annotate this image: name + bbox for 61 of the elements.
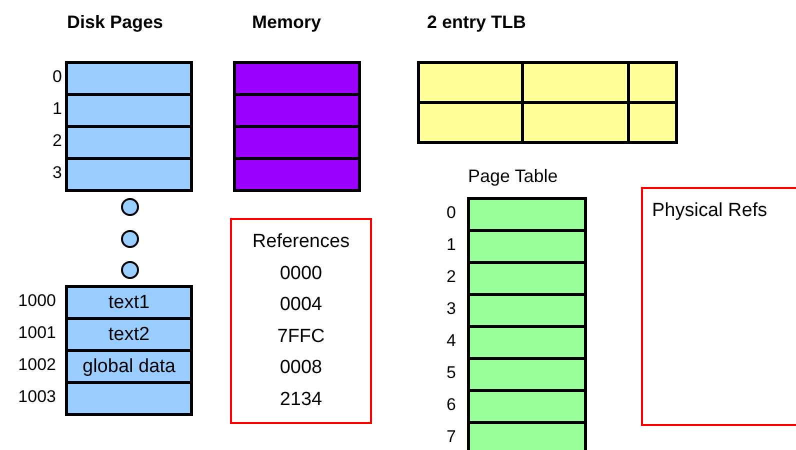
disk-page-row bbox=[65, 285, 193, 320]
column-heading: 2 entry TLB bbox=[427, 12, 526, 33]
memory-frame-row bbox=[233, 125, 361, 160]
disk-page-row bbox=[65, 157, 193, 192]
row-index: 1003 bbox=[17, 387, 56, 407]
page-label: text1 bbox=[108, 290, 150, 314]
address-value: 0000 bbox=[280, 262, 322, 286]
row-index: 0 bbox=[446, 203, 456, 223]
row-index: 4 bbox=[446, 331, 456, 351]
row-index: 7 bbox=[446, 427, 456, 447]
address-value: 2134 bbox=[280, 388, 322, 412]
disk-page-row bbox=[65, 125, 193, 160]
page-table-row bbox=[467, 293, 587, 328]
memory-frame-row bbox=[233, 61, 361, 96]
page-table-row bbox=[467, 421, 587, 450]
ellipsis-dot bbox=[121, 230, 139, 248]
row-index: 2 bbox=[52, 131, 62, 151]
row-index: 3 bbox=[446, 299, 456, 319]
physical-refs-panel bbox=[641, 187, 796, 426]
disk-page-row bbox=[65, 381, 193, 416]
ellipsis-dot bbox=[121, 261, 139, 279]
disk-page-row bbox=[65, 349, 193, 384]
row-index: 1000 bbox=[17, 291, 56, 311]
row-index: 1001 bbox=[17, 323, 56, 343]
page-table-row bbox=[467, 229, 587, 264]
memory-frame-row bbox=[233, 157, 361, 192]
row-index: 1 bbox=[52, 99, 62, 119]
tlb-cell bbox=[521, 61, 630, 104]
memory-frame-row bbox=[233, 93, 361, 128]
panel-heading: Physical Refs bbox=[652, 199, 768, 223]
row-index: 2 bbox=[446, 267, 456, 287]
disk-page-row bbox=[65, 317, 193, 352]
tlb-cell bbox=[417, 101, 524, 144]
tlb-cell bbox=[627, 101, 678, 144]
row-index: 1 bbox=[446, 235, 456, 255]
tlb-cell bbox=[627, 61, 678, 104]
page-table-row bbox=[467, 261, 587, 296]
page-table-row bbox=[467, 197, 587, 232]
page-table-row bbox=[467, 389, 587, 424]
disk-page-row bbox=[65, 61, 193, 96]
address-value: 0004 bbox=[280, 293, 322, 317]
row-index: 3 bbox=[52, 163, 62, 183]
address-value: 0008 bbox=[280, 356, 322, 380]
ellipsis-dot bbox=[121, 198, 139, 216]
panel-heading: References bbox=[252, 230, 350, 254]
disk-page-row bbox=[65, 93, 193, 128]
row-index: 6 bbox=[446, 395, 456, 415]
references-panel bbox=[230, 218, 372, 424]
tlb-cell bbox=[417, 61, 524, 104]
row-index: 5 bbox=[446, 363, 456, 383]
page-label: text2 bbox=[108, 322, 150, 346]
column-heading: Memory bbox=[252, 12, 322, 33]
column-heading: Disk Pages bbox=[67, 12, 164, 33]
page-table-row bbox=[467, 325, 587, 360]
address-value: 7FFC bbox=[277, 324, 325, 348]
row-index: 1002 bbox=[17, 355, 56, 375]
row-index: 0 bbox=[52, 67, 62, 87]
page-table-row bbox=[467, 357, 587, 392]
column-heading: Page Table bbox=[468, 166, 558, 187]
page-label: global data bbox=[82, 354, 176, 378]
tlb-cell bbox=[521, 101, 630, 144]
